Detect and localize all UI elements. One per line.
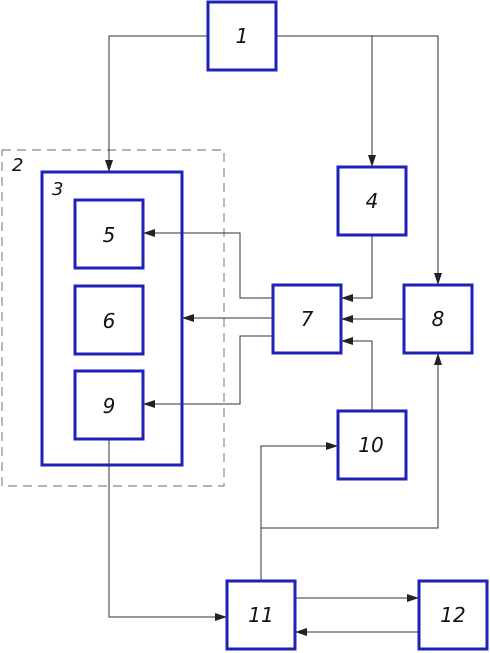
block-10-label: 10 [358,433,383,457]
block-11-label: 11 [248,603,273,627]
connector-1-to-8 [372,35,442,285]
group-2-label: 2 [12,155,23,176]
block-8-label: 8 [432,307,445,331]
block-6 [73,284,145,356]
connector-11-to-10 [260,442,338,581]
connector-4-to-7 [341,235,373,302]
block-5-label: 5 [103,223,116,247]
block-5 [73,198,145,270]
block-4-label: 4 [366,189,379,213]
block-3-label: 3 [52,179,63,200]
block-9-label: 9 [103,394,116,418]
connector-10-to-7 [341,337,373,411]
connector-11-to-8 [261,353,442,529]
block-7 [271,283,343,355]
block-10 [336,409,408,481]
block-12 [417,579,489,651]
connector-7-to-5 [143,229,273,299]
block-9 [73,369,145,441]
connector-1-to-3 [105,35,208,172]
block-1 [206,0,278,72]
connector-7-to-9 [143,335,273,408]
block-11 [225,579,297,651]
block-7-label: 7 [301,307,314,331]
block-6-label: 6 [103,309,116,333]
connector-9-to-11 [108,439,227,621]
block-12-label: 12 [440,603,465,627]
block-1-label: 1 [236,24,249,48]
connector-1-to-4 [276,35,376,167]
